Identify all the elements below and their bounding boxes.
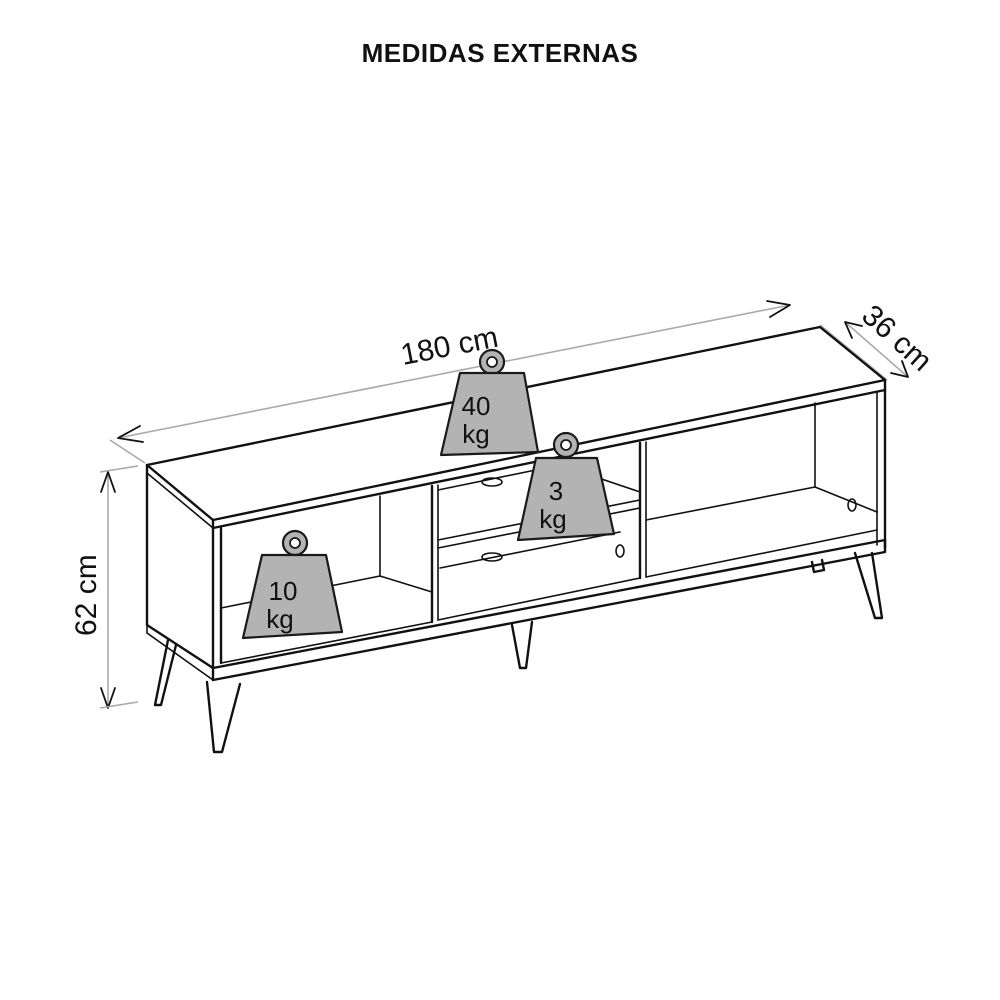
leg-front-right [853, 551, 884, 620]
shelf-support-upper [481, 477, 503, 487]
diagram-title: MEDIDAS EXTERNAS [361, 38, 639, 68]
hinge-hole-middle [615, 544, 625, 558]
left-compartment-floor-front [220, 621, 433, 664]
weight-icon-10kg: 10 kg [241, 529, 344, 640]
height-arrow-bottom [100, 687, 116, 709]
middle-floor-back [439, 531, 621, 569]
right-compartment-floor [645, 486, 878, 521]
width-arrow-left [117, 425, 144, 443]
stand-left-side [145, 463, 215, 670]
leg-front-middle [510, 620, 534, 670]
hinge-hole-right [847, 498, 857, 512]
depth-dimension: 36 cm [819, 299, 938, 381]
weight-icon-3kg: 3 kg [516, 431, 616, 542]
weight-icon-40kg: 40 kg [439, 348, 540, 457]
weight-40-value: 40 [462, 391, 491, 421]
shelf-support-lower [481, 552, 503, 562]
stand-plinth-front [211, 538, 887, 682]
stand-bottom-line [211, 538, 887, 670]
height-extension-bottom [99, 701, 139, 709]
width-extension-line [109, 439, 146, 464]
depth-arrow-bottom [890, 360, 909, 378]
stand-legs [153, 551, 884, 754]
tv-stand [145, 325, 887, 754]
right-compartment-floor-front [645, 529, 878, 578]
depth-dimension-line [844, 321, 909, 378]
weight-40-unit: kg [462, 419, 489, 449]
weight-3-value: 3 [549, 476, 563, 506]
width-arrow-right [766, 300, 791, 318]
depth-extension-line [819, 324, 888, 381]
leg-back-right [810, 558, 826, 574]
leg-back-left [153, 638, 178, 707]
width-dimension-line [117, 304, 791, 439]
weight-10-unit: kg [266, 604, 293, 634]
weight-3-unit: kg [539, 504, 566, 534]
weight-10-value: 10 [269, 576, 298, 606]
height-arrow-top [100, 471, 116, 493]
height-dimension: 62 cm [70, 465, 139, 709]
stand-left-plinth-side [146, 632, 214, 681]
height-label: 62 cm [70, 554, 103, 636]
leg-front-left [205, 680, 242, 754]
depth-arrow-top [844, 321, 863, 339]
middle-floor-front [437, 577, 641, 621]
height-extension-top [99, 465, 139, 473]
stand-left-top-edge [146, 472, 214, 529]
